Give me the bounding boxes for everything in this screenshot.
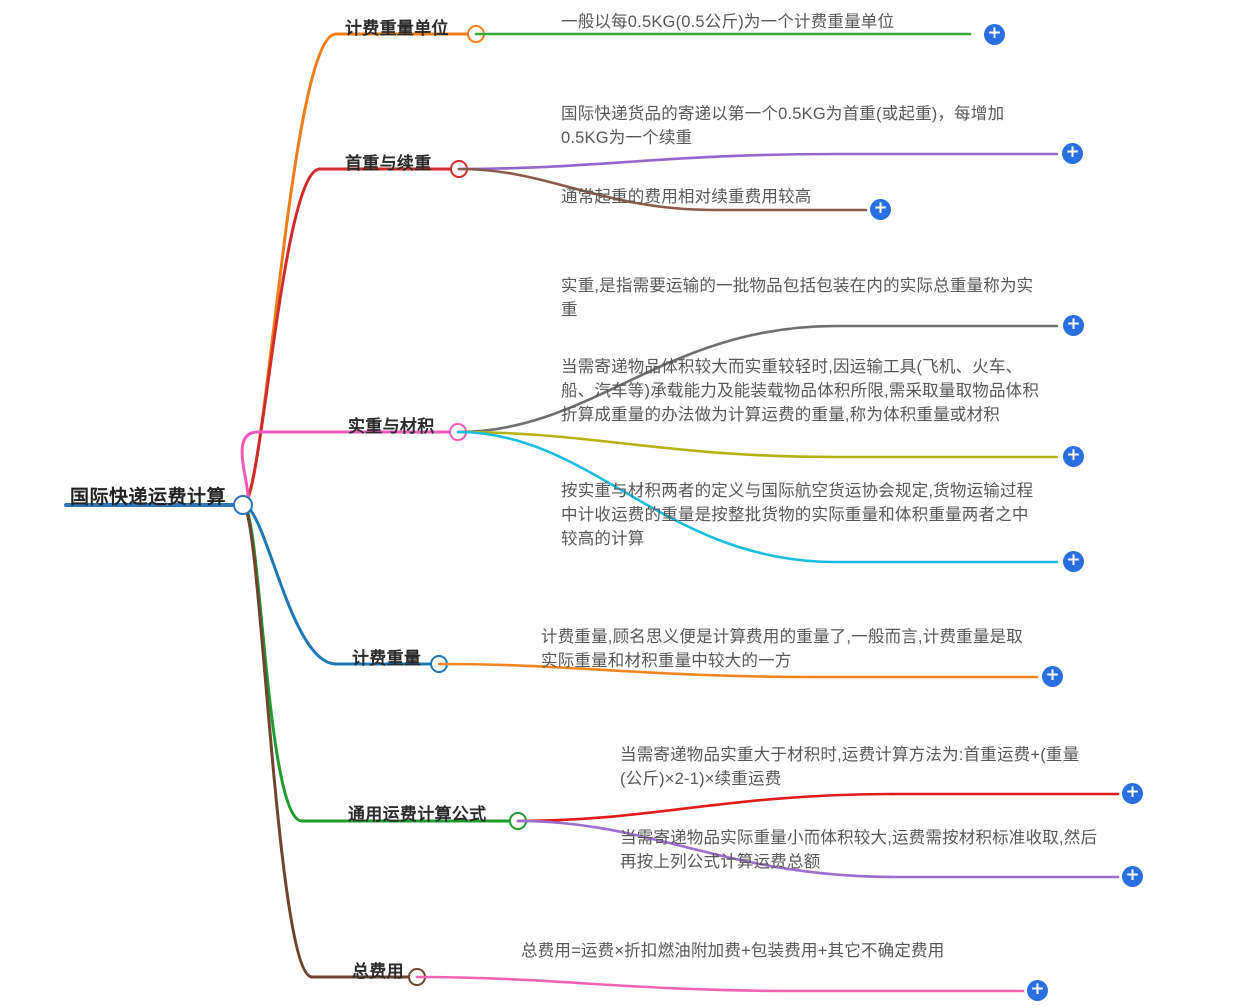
branch-shouzhong-yu-xuzhong-edge — [241, 167, 322, 507]
branch-jifei-zhongliang-node[interactable] — [430, 655, 448, 673]
root-node[interactable] — [233, 495, 253, 515]
leaf-2-1-edge — [456, 430, 1059, 459]
leaf-5-0-edge — [415, 975, 1025, 993]
leaf-5-0-text[interactable]: 总费用=运费×折扣燃油附加费+包装费用+其它不确定费用 — [521, 942, 945, 960]
leaf-1-1-text[interactable]: 通常起重的费用相对续重费用较高 — [561, 188, 812, 206]
plus-glyph: + — [873, 198, 888, 218]
leaf-1-0-text[interactable]: 国际快递货品的寄递以第一个0.5KG为首重(或起重)，每增加0.5KG为一个续重 — [561, 105, 1005, 147]
leaf-4-1-expand-plus-icon[interactable]: + — [1122, 865, 1143, 887]
leaf-2-1-text[interactable]: 当需寄递物品体积较大而实重较轻时,因运输工具(飞机、火车、船、汽车等)承载能力及… — [561, 358, 1040, 424]
leaf-4-0-text[interactable]: 当需寄递物品实重大于材积时,运费计算方法为:首重运费+(重量(公斤)×2-1)×… — [620, 746, 1080, 788]
plus-glyph: + — [1066, 314, 1081, 334]
branch-tongyong-yunfei-gongshi-label[interactable]: 通用运费计算公式 — [348, 805, 487, 824]
leaf-4-0-expand-plus-icon[interactable]: + — [1122, 782, 1143, 804]
leaf-0-0-expand-plus-icon[interactable]: + — [984, 23, 1005, 45]
plus-glyph: + — [1066, 445, 1081, 465]
plus-glyph: + — [1030, 979, 1045, 999]
branch-jifei-zhongliang-danwei-label[interactable]: 计费重量单位 — [345, 19, 449, 38]
branch-jifei-zhongliang-edge — [241, 503, 338, 666]
branch-shizhong-yu-caiji-label[interactable]: 实重与材积 — [348, 417, 435, 436]
root-node-label[interactable]: 国际快递运费计算 — [70, 487, 227, 508]
plus-glyph: + — [1125, 782, 1140, 802]
leaf-4-0-edge — [516, 792, 1120, 823]
leaf-4-1-text[interactable]: 当需寄递物品实际重量小而体积较大,运费需按材积标准收取,然后再按上列公式计算运费… — [620, 829, 1098, 871]
branch-zong-feiyong-node[interactable] — [408, 968, 426, 986]
branch-tongyong-yunfei-gongshi-edge — [241, 503, 304, 823]
leaf-2-0-text[interactable]: 实重,是指需要运输的一批物品包括包装在内的实际总重量称为实重 — [561, 277, 1034, 319]
branch-jifei-zhongliang-danwei-node[interactable] — [467, 25, 485, 43]
leaf-3-0-text[interactable]: 计费重量,顾名思义便是计算费用的重量了,一般而言,计费重量是取实际重量和材积重量… — [541, 628, 1023, 670]
branch-shouzhong-yu-xuzhong-node[interactable] — [450, 160, 468, 178]
branch-jifei-zhongliang-label[interactable]: 计费重量 — [352, 649, 422, 668]
leaf-5-0-expand-plus-icon[interactable]: + — [1027, 979, 1048, 1001]
branch-zong-feiyong-edge — [241, 503, 314, 979]
branch-tongyong-yunfei-gongshi-node[interactable] — [509, 812, 527, 830]
leaf-1-0-expand-plus-icon[interactable]: + — [1062, 142, 1083, 164]
leaf-2-2-text[interactable]: 按实重与材积两者的定义与国际航空货运协会规定,货物运输过程中计收运费的重量是按整… — [561, 482, 1034, 548]
plus-glyph: + — [987, 23, 1002, 43]
leaf-0-0-text[interactable]: 一般以每0.5KG(0.5公斤)为一个计费重量单位 — [561, 13, 895, 31]
plus-glyph: + — [1045, 665, 1060, 685]
leaf-2-2-expand-plus-icon[interactable]: + — [1063, 550, 1084, 572]
leaf-1-1-expand-plus-icon[interactable]: + — [870, 198, 891, 220]
branch-jifei-zhongliang-danwei-edge — [241, 32, 338, 507]
leaf-2-1-expand-plus-icon[interactable]: + — [1063, 445, 1084, 467]
leaf-2-0-expand-plus-icon[interactable]: + — [1063, 314, 1084, 336]
branch-shizhong-yu-caiji-node[interactable] — [449, 423, 467, 441]
plus-glyph: + — [1065, 142, 1080, 162]
branch-shizhong-yu-caiji-edge — [240, 430, 260, 507]
leaf-1-0-edge — [457, 152, 1059, 171]
plus-glyph: + — [1066, 550, 1081, 570]
branch-zong-feiyong-label[interactable]: 总费用 — [352, 962, 404, 981]
plus-glyph: + — [1125, 865, 1140, 885]
branch-shouzhong-yu-xuzhong-label[interactable]: 首重与续重 — [345, 154, 432, 173]
leaf-3-0-expand-plus-icon[interactable]: + — [1042, 665, 1063, 687]
